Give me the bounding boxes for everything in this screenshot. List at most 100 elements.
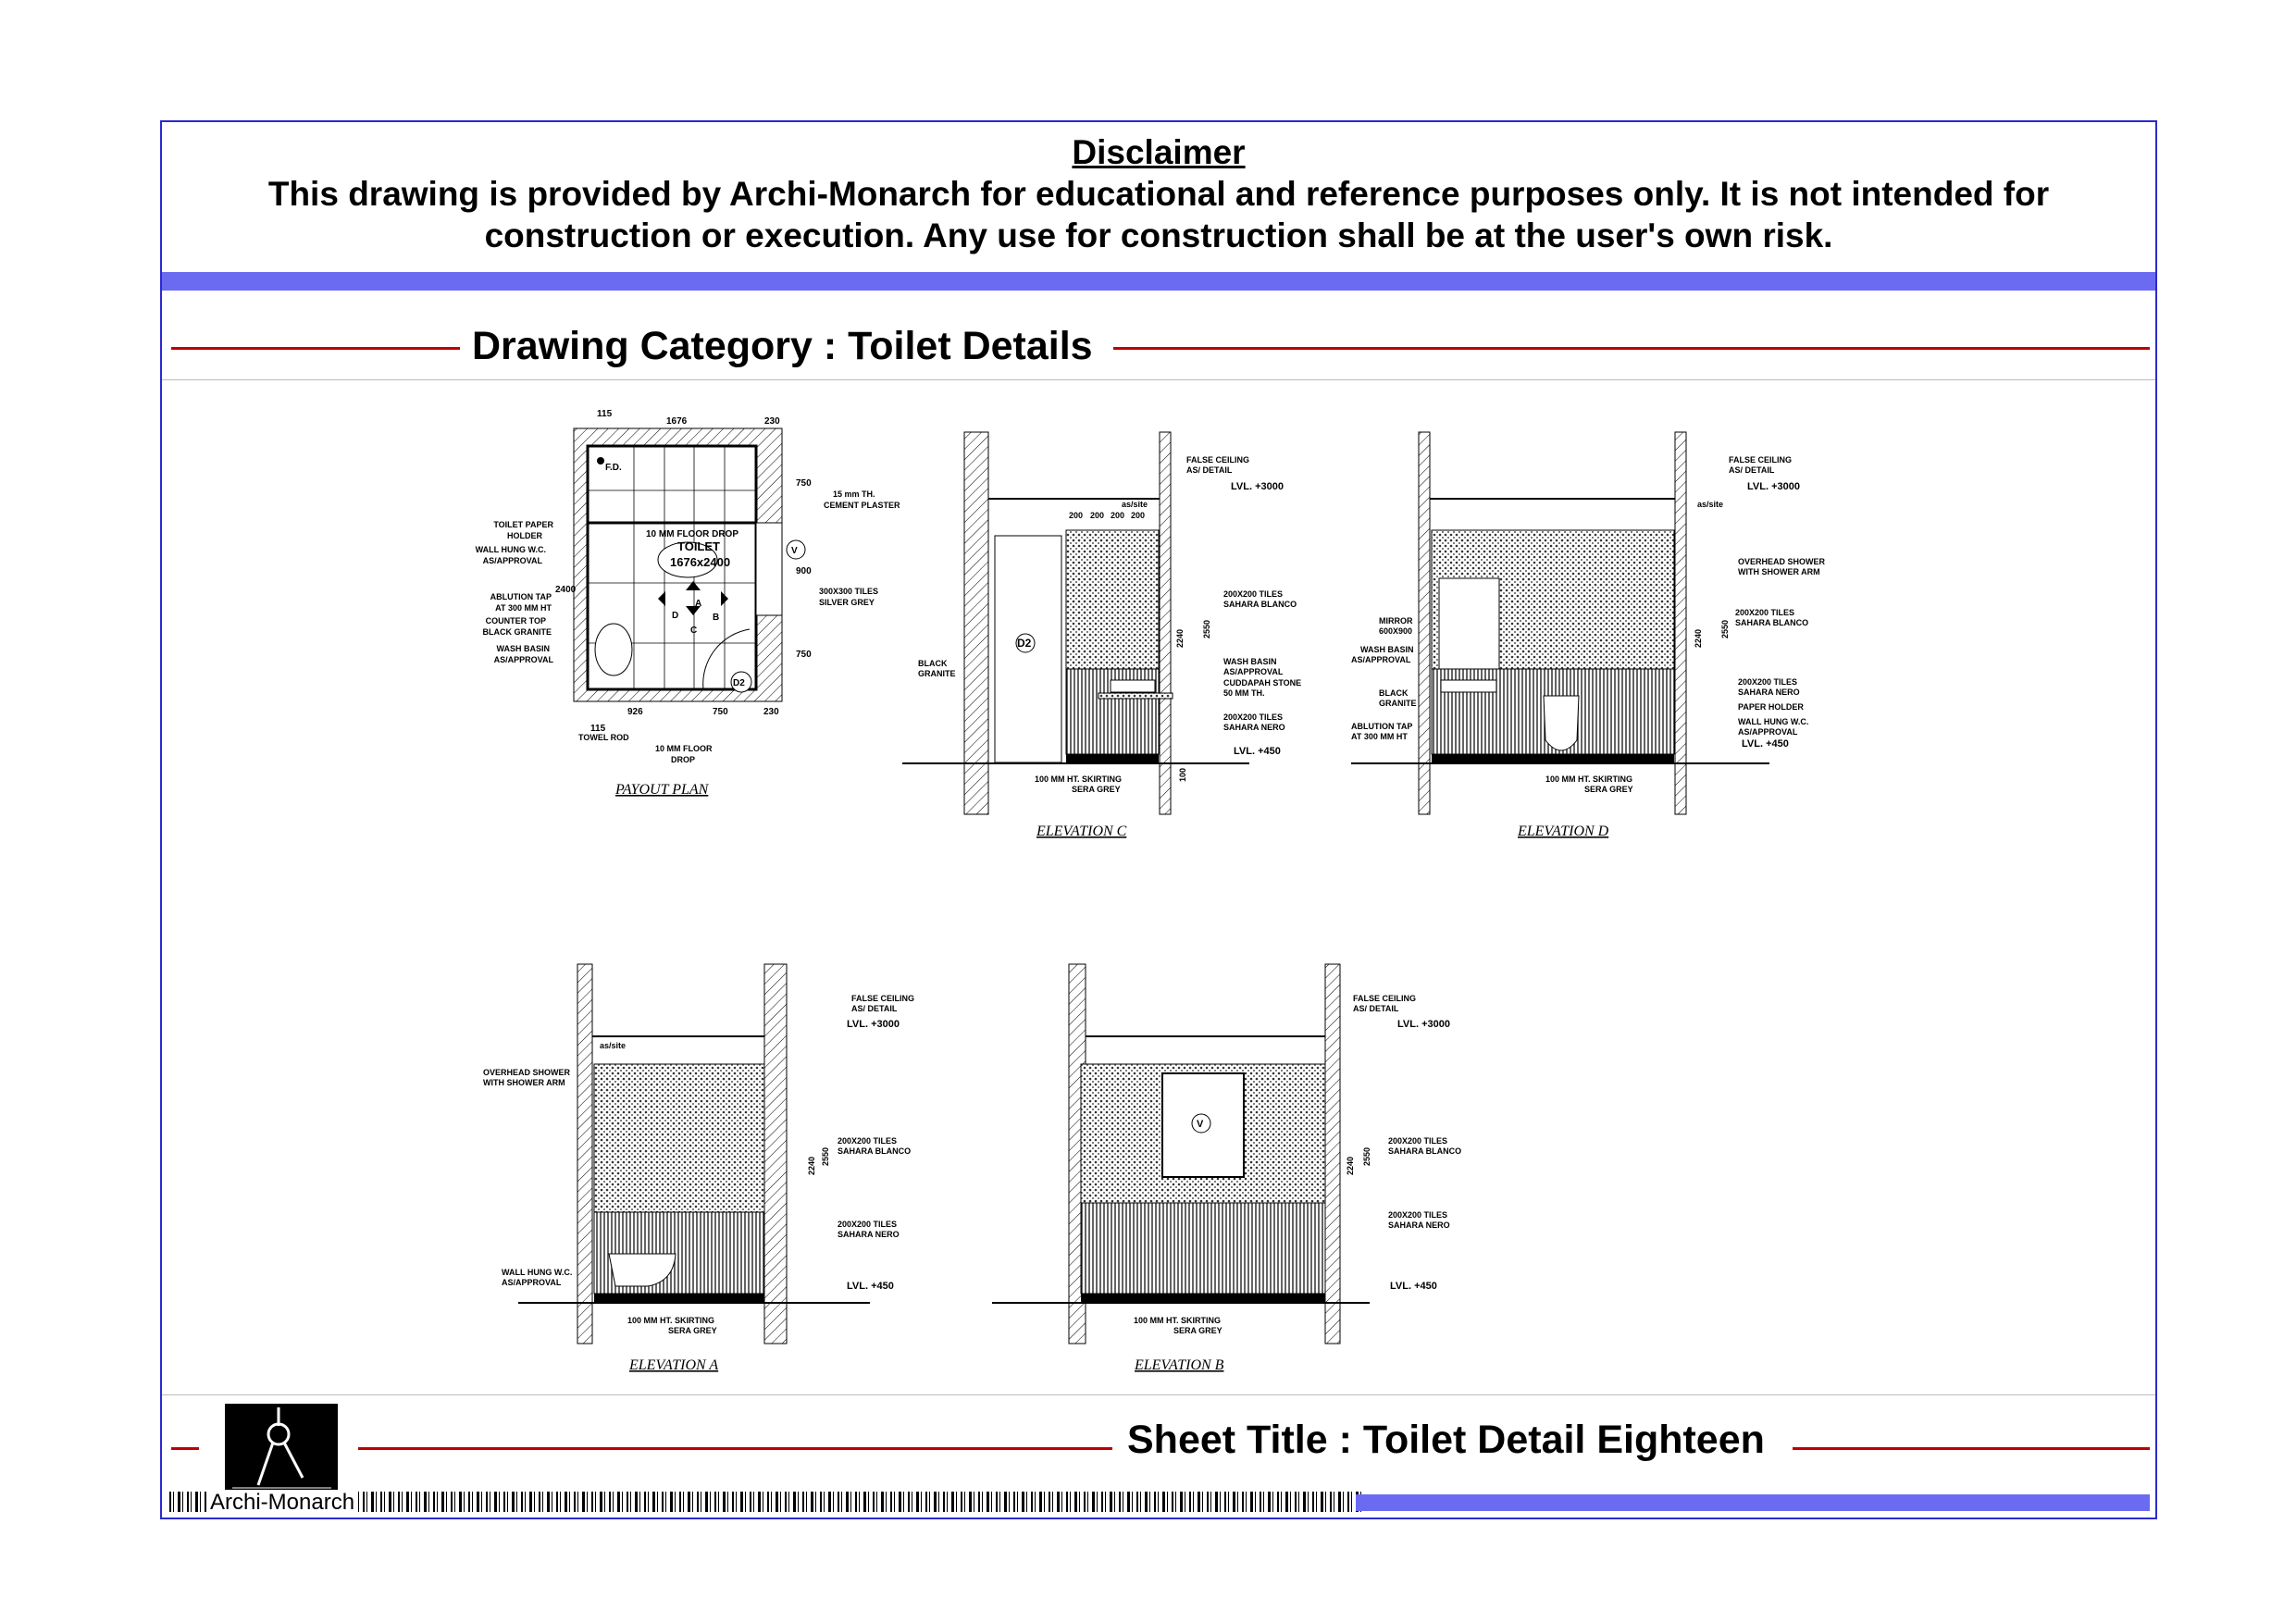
- label: 600X900: [1379, 626, 1412, 636]
- dim: 115: [590, 724, 606, 734]
- dim: 115: [597, 409, 613, 419]
- label: 200X200 TILES: [1223, 712, 1283, 722]
- sheet-frame: Disclaimer This drawing is provided by A…: [160, 120, 2157, 1519]
- label: 100 MM HT. SKIRTING: [1035, 774, 1122, 784]
- dim: 200: [1131, 511, 1145, 520]
- label: SAHARA BLANCO: [838, 1146, 911, 1156]
- elevation-d-caption: ELEVATION D: [1517, 824, 1609, 839]
- label: SERA GREY: [1173, 1326, 1222, 1335]
- elevation-a-caption: ELEVATION A: [628, 1357, 718, 1373]
- label: AS/ DETAIL: [1186, 465, 1233, 475]
- footer-band: [1356, 1494, 2150, 1511]
- label: 200X200 TILES: [1388, 1210, 1447, 1220]
- window-tag: V: [1197, 1119, 1204, 1130]
- dim: 2550: [1720, 620, 1730, 638]
- elevation-d: FALSE CEILING AS/ DETAIL LVL. +3000 OVER…: [1351, 431, 1826, 839]
- label: FALSE CEILING: [1729, 455, 1792, 465]
- label: MIRROR: [1379, 616, 1413, 626]
- footer-rule-b: [358, 1447, 1112, 1450]
- label: FALSE CEILING: [851, 994, 914, 1003]
- disclaimer-text: This drawing is provided by Archi-Monarc…: [267, 175, 2050, 254]
- label: BLACK: [1379, 688, 1409, 698]
- barcode-strip: [169, 1492, 1363, 1512]
- dim: 230: [764, 416, 780, 427]
- label: LVL. +3000: [847, 1019, 900, 1030]
- footer-divider: [162, 1394, 2155, 1395]
- compass-logo-icon: [225, 1404, 338, 1492]
- plan-label: ABLUTION TAP: [490, 592, 552, 601]
- dim: as/site: [1697, 500, 1723, 509]
- label: BLACK: [918, 659, 948, 668]
- dim: 200: [1069, 511, 1083, 520]
- label: WASH BASIN: [1360, 645, 1414, 654]
- label: SAHARA NERO: [1388, 1220, 1450, 1230]
- label: 200X200 TILES: [1738, 677, 1797, 687]
- plan-label: AS/APPROVAL: [494, 655, 554, 664]
- plan-label: WALL HUNG W.C.: [476, 545, 546, 554]
- plan-room-size: 1676x2400: [670, 555, 730, 569]
- label: CUDDAPAH STONE: [1223, 678, 1301, 688]
- label: SAHARA BLANCO: [1388, 1146, 1461, 1156]
- dim: as/site: [600, 1041, 626, 1050]
- dim: 2400: [555, 585, 577, 595]
- label: SERA GREY: [1584, 785, 1633, 794]
- dim: 230: [763, 707, 779, 717]
- label: AS/ DETAIL: [1729, 465, 1775, 475]
- plan-label: 15 mm TH.: [833, 489, 875, 499]
- label: FALSE CEILING: [1353, 994, 1416, 1003]
- elevation-b: V FALSE CEILING AS/ DETAIL LVL. +3000 20…: [992, 963, 1461, 1373]
- label: 100 MM HT. SKIRTING: [1134, 1316, 1221, 1325]
- payout-plan: A B C D V D2 F.D. 10 MM FLOOR DROP TOILE…: [476, 409, 900, 798]
- label: WITH SHOWER ARM: [1738, 567, 1820, 576]
- marker-d: D: [672, 611, 678, 621]
- plan-label: WASH BASIN: [496, 644, 550, 653]
- disclaimer-title: Disclaimer: [1072, 133, 1246, 171]
- plan-floor-drop: 10 MM FLOOR DROP: [646, 529, 738, 539]
- label: WALL HUNG W.C.: [502, 1268, 572, 1277]
- marker-c: C: [690, 626, 697, 636]
- dim: 2550: [1202, 620, 1211, 638]
- plan-caption: PAYOUT PLAN: [614, 782, 710, 798]
- label: SAHARA NERO: [838, 1230, 900, 1239]
- label: SAHARA BLANCO: [1223, 600, 1297, 609]
- label: AS/APPROVAL: [1223, 667, 1284, 676]
- label: FALSE CEILING: [1186, 455, 1249, 465]
- label: AS/ DETAIL: [1353, 1004, 1399, 1013]
- dim: 100: [1178, 768, 1187, 782]
- label: GRANITE: [1379, 699, 1417, 708]
- plan-label: TOILET PAPER: [493, 520, 553, 529]
- elevation-b-caption: ELEVATION B: [1134, 1357, 1224, 1373]
- plan-label: BLACK GRANITE: [483, 627, 552, 637]
- dim: 2240: [1175, 629, 1185, 648]
- label: 200X200 TILES: [1223, 589, 1283, 599]
- plan-label: 300X300 TILES: [819, 587, 878, 596]
- plan-label: COUNTER TOP: [486, 616, 546, 626]
- footer-rule-a: [171, 1447, 199, 1450]
- dim: 900: [796, 566, 812, 576]
- label: AS/APPROVAL: [1351, 655, 1411, 664]
- label: LVL. +3000: [1397, 1019, 1450, 1030]
- dim: 2550: [821, 1147, 830, 1166]
- label: ABLUTION TAP: [1351, 722, 1412, 731]
- footer-rule-c: [1793, 1447, 2150, 1450]
- label: WITH SHOWER ARM: [483, 1078, 565, 1087]
- plan-label: 10 MM FLOOR: [655, 744, 713, 753]
- dim: as/site: [1122, 500, 1148, 509]
- brand-name: Archi-Monarch: [206, 1490, 359, 1516]
- header-divider: [162, 379, 2155, 380]
- elevation-c-caption: ELEVATION C: [1036, 824, 1127, 839]
- marker-v: V: [791, 546, 798, 556]
- dim: 2550: [1362, 1147, 1371, 1166]
- plan-label: DROP: [671, 755, 695, 764]
- category-rule-right: [1113, 347, 2150, 350]
- dim: 750: [796, 478, 812, 489]
- label: WASH BASIN: [1223, 657, 1277, 666]
- label: LVL. +450: [1234, 746, 1281, 757]
- plan-label: AT 300 MM HT: [495, 603, 552, 613]
- label: AS/ DETAIL: [851, 1004, 898, 1013]
- dim: 200: [1111, 511, 1124, 520]
- dim: 750: [796, 650, 812, 660]
- door-tag: D2: [1017, 637, 1032, 650]
- label: 200X200 TILES: [838, 1220, 897, 1229]
- label: LVL. +3000: [1747, 481, 1800, 492]
